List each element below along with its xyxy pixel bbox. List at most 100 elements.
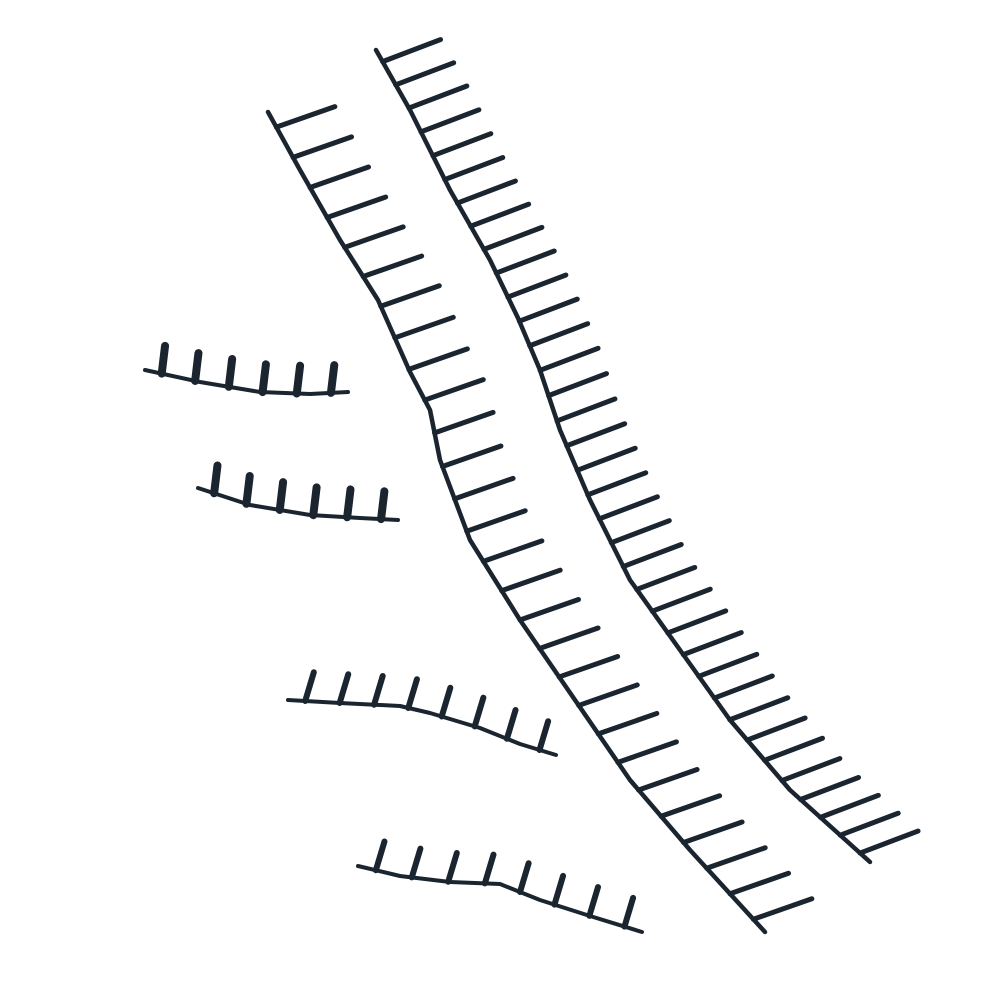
long-hatched-line-left-tick <box>378 283 442 309</box>
long-hatched-line-right-tick <box>527 321 591 349</box>
long-hatched-line-left-tick <box>422 377 486 403</box>
short-hatched-line-2-tick <box>309 483 321 520</box>
long-hatched-line-right-tick <box>696 651 760 679</box>
long-hatched-line-left-tick <box>681 819 745 846</box>
long-hatched-line-left-baseline <box>265 109 768 935</box>
long-hatched-line-right-tick <box>442 155 506 183</box>
long-hatched-line-right-tick <box>574 445 638 473</box>
short-hatched-line-3-tick <box>503 707 519 742</box>
short-hatched-line-2-tick <box>343 485 355 522</box>
short-hatched-line-4-baseline <box>356 864 644 934</box>
long-hatched-line-right-tick <box>680 630 744 658</box>
long-hatched-line-left-tick <box>615 739 679 765</box>
short-hatched-line-4-tick <box>481 851 497 887</box>
long-hatched-line-right-tick <box>596 494 660 522</box>
long-hatched-line-right-tick <box>798 774 862 803</box>
long-hatched-line-right-tick <box>537 345 601 373</box>
long-hatched-line-right-tick <box>505 272 569 300</box>
short-hatched-line-4-tick <box>445 850 460 885</box>
short-hatched-line-4-tick <box>586 884 602 919</box>
long-hatched-line-right-tick <box>608 518 672 546</box>
short-hatched-line-1 <box>143 341 350 398</box>
short-hatched-line-1-tick <box>258 360 270 397</box>
long-hatched-line-right-tick <box>779 756 843 784</box>
long-hatched-line-left-tick <box>273 104 338 130</box>
long-hatched-line-right-tick <box>649 586 713 614</box>
short-hatched-line-2-tick <box>377 487 389 524</box>
short-hatched-line-2 <box>196 461 400 524</box>
long-hatched-line-left-tick <box>636 767 700 793</box>
long-hatched-line-right-tick <box>406 83 470 111</box>
long-hatched-line-right-tick <box>454 178 518 206</box>
short-hatched-line-3-tick <box>371 672 386 708</box>
long-hatched-line-left-tick <box>499 567 563 594</box>
short-hatched-line-4 <box>356 838 644 934</box>
long-hatched-line-right-tick <box>430 131 494 159</box>
long-hatched-line-right-tick <box>418 107 482 135</box>
long-hatched-line-right-tick <box>711 673 775 701</box>
long-hatched-line-left-tick <box>576 682 640 708</box>
long-hatched-line-right-tick <box>744 715 808 743</box>
long-hatched-line-right-tick <box>817 792 881 820</box>
long-hatched-line-right-tick <box>516 296 580 324</box>
long-hatched-line-right-tick <box>634 564 698 592</box>
long-hatched-line-left-tick <box>556 653 621 680</box>
long-hatched-line-right-tick <box>493 248 557 276</box>
long-hatched-line-right-tick <box>665 608 729 636</box>
short-hatched-line-1-tick <box>292 361 305 398</box>
long-hatched-line-left-tick <box>432 409 496 436</box>
long-hatched-line-right-tick <box>585 470 649 498</box>
long-hatched-line-left-tick <box>360 253 425 280</box>
long-hatched-line-left-tick <box>439 443 504 469</box>
short-hatched-line-4-tick <box>551 872 567 908</box>
long-hatched-line-left-tick <box>406 346 470 372</box>
long-hatched-line-left-tick <box>452 475 516 502</box>
short-hatched-line-3 <box>286 669 558 757</box>
long-hatched-line-right-tick <box>837 810 901 838</box>
long-hatched-line-left-tick <box>290 134 355 160</box>
short-hatched-line-2-tick <box>210 461 222 498</box>
short-hatched-line-3-tick <box>471 694 487 730</box>
long-hatched-line-right-tick <box>762 735 825 763</box>
long-hatched-line-right-tick <box>857 828 921 856</box>
long-hatched-line-left <box>265 104 815 935</box>
long-hatched-line-right-tick <box>620 542 684 570</box>
short-hatched-line-3-tick <box>536 718 552 753</box>
long-hatched-line-left-tick <box>392 314 456 341</box>
long-hatched-line-right-tick <box>727 695 791 723</box>
long-hatched-line-right-tick <box>468 201 532 229</box>
long-hatched-line-right-baseline <box>373 47 873 865</box>
long-hatched-line-left-tick <box>750 896 815 922</box>
long-hatched-line-left-tick <box>480 538 545 564</box>
long-hatched-line-left-tick <box>704 845 768 871</box>
short-hatched-line-1-baseline <box>143 368 350 396</box>
short-hatched-line-3-tick <box>405 676 420 711</box>
short-hatched-line-4-tick <box>621 894 637 930</box>
long-hatched-line-left-tick <box>307 164 372 191</box>
long-hatched-line-left-tick <box>595 710 660 737</box>
short-hatched-line-4-tick <box>372 838 388 874</box>
short-hatched-line-2-tick <box>275 478 288 514</box>
long-hatched-line-right-tick <box>393 60 457 88</box>
long-hatched-line-left-tick <box>464 508 528 534</box>
long-hatched-line-left-tick <box>727 870 792 897</box>
short-hatched-line-4-tick <box>408 845 424 881</box>
long-hatched-line-right-tick <box>380 37 444 65</box>
short-hatched-line-2-baseline <box>196 486 400 522</box>
short-hatched-line-3-tick <box>336 671 352 706</box>
long-hatched-line-right-tick <box>554 396 618 424</box>
long-hatched-line-left-tick <box>342 224 406 250</box>
long-hatched-line-right-tick <box>546 371 610 399</box>
short-hatched-line-1-tick <box>157 341 170 378</box>
long-hatched-line-right-tick <box>481 224 545 252</box>
short-hatched-line-1-tick <box>191 349 203 385</box>
short-hatched-line-4-tick <box>517 860 532 896</box>
short-hatched-line-1-tick <box>326 361 339 397</box>
short-hatched-line-3-tick <box>302 669 317 704</box>
short-hatched-line-1-tick <box>224 355 237 391</box>
long-hatched-line-left-tick <box>517 596 582 623</box>
short-hatched-line-2-tick <box>242 472 254 508</box>
short-hatched-line-3-tick <box>438 684 454 720</box>
long-hatched-line-right-tick <box>564 421 628 449</box>
